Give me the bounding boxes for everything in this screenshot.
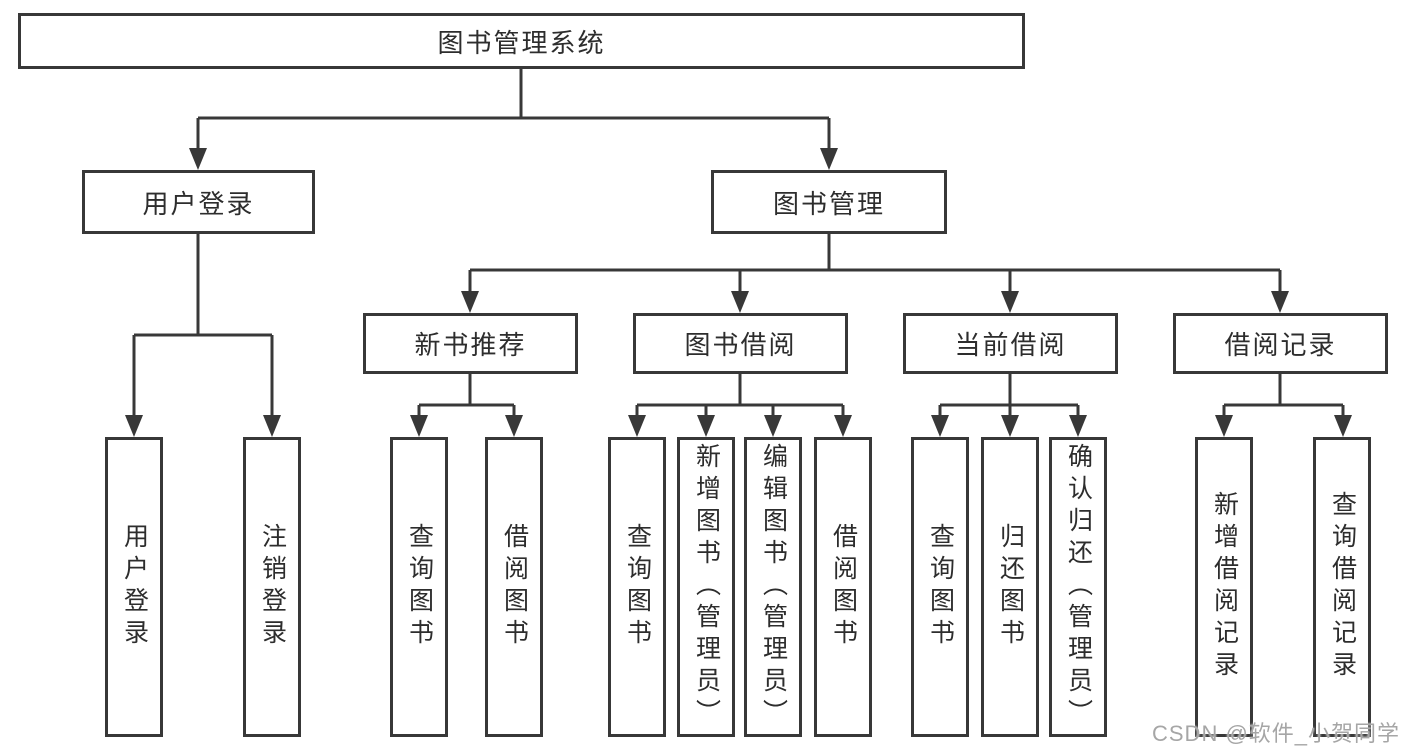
leaf-add-borrow-record: 新增借阅记录: [1195, 437, 1253, 737]
connector-current-borrowing: [938, 373, 1080, 419]
leaf-borrow-books-borrowing: 借阅图书: [814, 437, 872, 737]
leaf-user-login: 用户登录: [105, 437, 163, 737]
leaf-query-books-current: 查询图书: [911, 437, 969, 737]
arrowhead-icon: [1069, 415, 1087, 437]
connector-user-login: [132, 233, 274, 419]
arrowhead-icon: [764, 415, 782, 437]
connector-book-borrowing: [635, 373, 845, 419]
leaf-query-borrow-record: 查询借阅记录: [1313, 437, 1371, 737]
arrowhead-icon: [697, 415, 715, 437]
leaf-add-books-admin: 新增图书（管理员）: [677, 437, 735, 737]
leaf-borrow-books-recommend: 借阅图书: [485, 437, 543, 737]
arrowhead-icon: [125, 415, 143, 437]
arrowhead-icon: [263, 415, 281, 437]
connector-book-management: [468, 234, 1282, 295]
connector-borrowing-records: [1222, 373, 1345, 419]
arrowhead-icon: [1334, 415, 1352, 437]
connector-root: [196, 69, 831, 152]
leaf-logout: 注销登录: [243, 437, 301, 737]
arrowhead-icon: [1271, 291, 1289, 313]
leaf-confirm-return-admin: 确认归还（管理员）: [1049, 437, 1107, 737]
watermark-text: CSDN @软件_小贺同学: [1152, 721, 1401, 746]
node-book-management: 图书管理: [711, 170, 947, 234]
arrowhead-icon: [834, 415, 852, 437]
arrowheads: [125, 148, 1352, 437]
arrowhead-icon: [461, 291, 479, 313]
arrowhead-icon: [1001, 415, 1019, 437]
node-user-login: 用户登录: [82, 170, 315, 234]
arrowhead-icon: [931, 415, 949, 437]
node-book-borrowing: 图书借阅: [633, 313, 848, 374]
arrowhead-icon: [731, 291, 749, 313]
arrowhead-icon: [628, 415, 646, 437]
arrowhead-icon: [410, 415, 428, 437]
node-new-book-recommend: 新书推荐: [363, 313, 578, 374]
arrowhead-icon: [505, 415, 523, 437]
node-library-management-system: 图书管理系统: [18, 13, 1025, 69]
arrowhead-icon: [189, 148, 207, 170]
node-borrowing-records: 借阅记录: [1173, 313, 1388, 374]
leaf-edit-books-admin: 编辑图书（管理员）: [744, 437, 802, 737]
arrowhead-icon: [1001, 291, 1019, 313]
arrowhead-icon: [820, 148, 838, 170]
leaf-return-books: 归还图书: [981, 437, 1039, 737]
node-current-borrowing: 当前借阅: [903, 313, 1118, 374]
leaf-query-books-recommend: 查询图书: [390, 437, 448, 737]
connector-new-book-recommend: [417, 373, 516, 419]
leaf-query-books-borrowing: 查询图书: [608, 437, 666, 737]
arrowhead-icon: [1215, 415, 1233, 437]
